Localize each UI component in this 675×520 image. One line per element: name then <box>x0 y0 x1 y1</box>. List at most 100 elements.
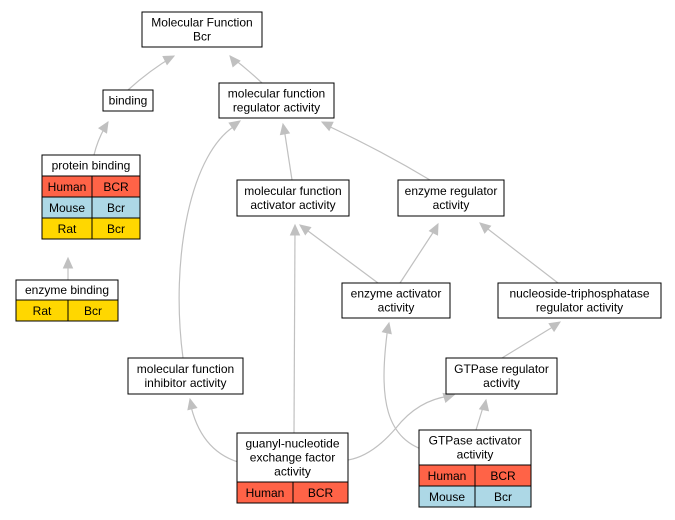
node-label-line: enzyme binding <box>25 283 109 297</box>
edge-mf_activator-to-mf_regulator <box>279 122 293 181</box>
edge-protein_binding-to-binding <box>93 120 109 156</box>
species-label: Human <box>428 469 467 483</box>
gene-cell <box>67 299 119 322</box>
node-box <box>102 89 154 112</box>
node-box <box>236 432 349 483</box>
species-row-rat: Rat Bcr <box>15 299 119 322</box>
edge-enzyme_activator-to-enzyme_regulator <box>399 222 439 284</box>
species-row-rat: Rat Bcr <box>41 217 141 240</box>
edge-ntpase_regulator-to-enzyme_regulator <box>479 222 559 284</box>
edge-gtpase_regulator-to-ntpase_regulator <box>501 321 562 359</box>
node-label-line: Molecular Function <box>151 16 252 30</box>
edge-line <box>501 324 557 359</box>
species-label: Human <box>246 486 285 500</box>
node-label-line: molecular function <box>244 184 341 198</box>
node-label-line: activity <box>433 198 470 212</box>
edge-gtpase_activator-to-enzyme_activator <box>381 321 431 453</box>
species-label: Rat <box>33 304 52 318</box>
edge-line <box>189 401 239 463</box>
node-label-line: regulator activity <box>536 301 623 315</box>
node-box <box>127 357 244 395</box>
node-label-line: exchange factor <box>250 451 335 465</box>
edge-line <box>303 227 379 284</box>
gene-label: BCR <box>490 469 516 483</box>
node-label-line: activity <box>274 465 311 479</box>
species-label: Rat <box>58 222 77 236</box>
node-label-line: activity <box>378 301 415 315</box>
gene-cell <box>474 485 532 508</box>
node-box <box>397 179 505 217</box>
edge-line <box>323 123 431 181</box>
species-label: Mouse <box>49 201 85 215</box>
edge-arrowhead <box>62 256 74 269</box>
gene-cell <box>292 481 349 504</box>
edge-arrowhead <box>299 224 312 236</box>
gene-label: Bcr <box>107 222 125 236</box>
edge-enzyme_regulator-to-mf_regulator <box>320 121 431 181</box>
edge-arrowhead <box>442 392 456 404</box>
edge-arrowhead <box>228 120 242 132</box>
node-box <box>218 82 335 119</box>
node-label-line: activity <box>483 376 520 390</box>
edge-mf_regulator-to-mf_bcr <box>229 55 263 84</box>
edge-arrowhead <box>381 321 392 335</box>
edge-gef-to-mf_inhibitor <box>187 397 239 463</box>
node-label-line: GTPase activator <box>429 434 522 448</box>
node-label-line: guanyl-nucleotide <box>245 437 339 451</box>
node-label-line: enzyme activator <box>351 287 442 301</box>
gene-label: Bcr <box>84 304 102 318</box>
node-label-line: Bcr <box>193 30 211 44</box>
node-box <box>236 179 350 217</box>
node-box <box>445 357 558 395</box>
edge-arrowhead <box>478 398 490 412</box>
edge-line <box>283 127 293 181</box>
edge-line <box>399 227 437 284</box>
edge-arrowhead <box>279 122 291 136</box>
node-label-line: activity <box>457 448 494 462</box>
edge-line <box>383 325 431 453</box>
node-box <box>418 429 532 466</box>
node-label-line: molecular function <box>228 87 325 101</box>
edge-arrowhead <box>479 222 492 234</box>
node-label-line: binding <box>109 94 148 108</box>
edge-arrowhead <box>187 397 198 411</box>
edge-enzyme_activator-to-mf_activator <box>299 224 379 284</box>
edge-line <box>293 227 296 434</box>
edge-gtpase_activator-to-gtpase_regulator <box>475 398 490 431</box>
species-label: Mouse <box>429 490 465 504</box>
node-label-line: GTPase regulator <box>454 362 549 376</box>
edge-arrowhead <box>320 121 334 132</box>
node-box <box>341 282 451 319</box>
edge-arrowhead <box>428 222 439 236</box>
edge-enzyme_binding-to-protein_binding <box>62 256 74 280</box>
edge-arrowhead <box>162 55 176 66</box>
gene-label: Bcr <box>107 201 125 215</box>
edge-arrowhead <box>98 120 109 134</box>
node-label-line: regulator activity <box>233 101 320 115</box>
go-term-node-binding[interactable]: binding <box>102 89 154 112</box>
node-label-line: nucleoside-triphosphatase <box>509 287 649 301</box>
node-label-line: protein binding <box>52 159 131 173</box>
node-label-line: enzyme regulator <box>405 184 498 198</box>
edges-layer <box>62 55 562 463</box>
gene-label: BCR <box>308 486 334 500</box>
edge-arrowhead <box>229 55 241 68</box>
edge-arrowhead <box>289 223 301 236</box>
species-row-human: Human BCR <box>418 464 532 487</box>
